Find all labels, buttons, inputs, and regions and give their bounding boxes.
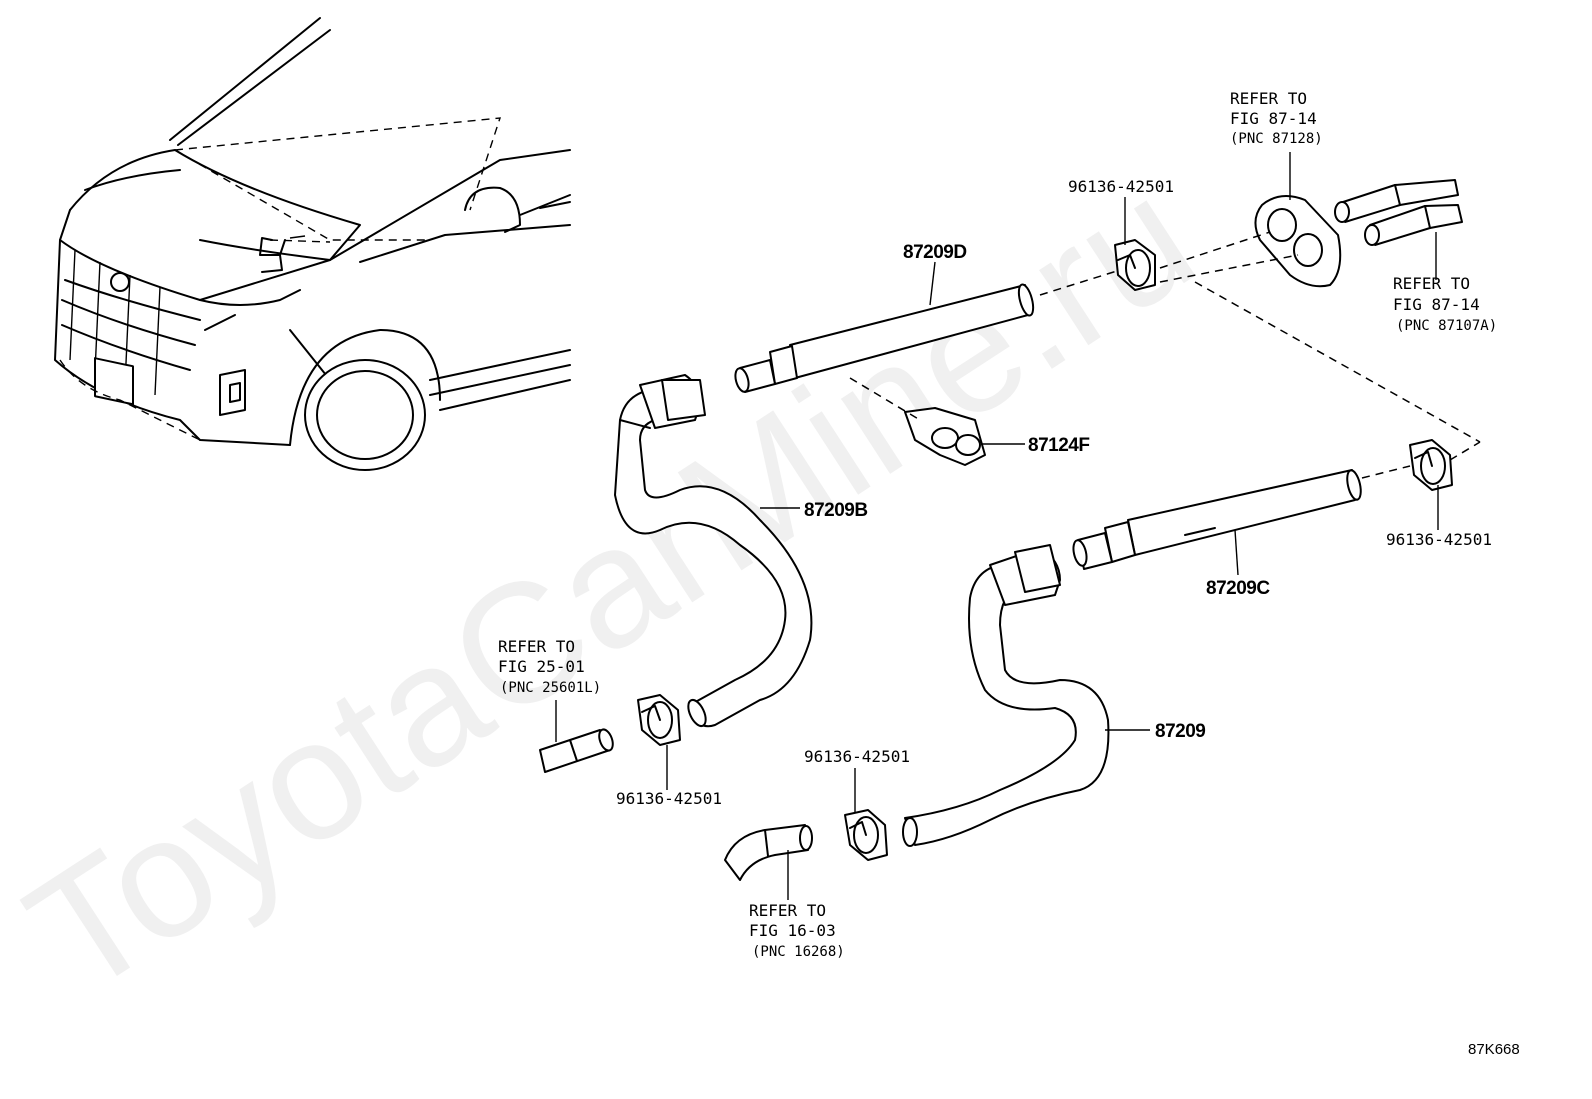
ref-line2: FIG 87-14	[1393, 295, 1480, 314]
ref-fig-25-01-pnc-25601l[interactable]: REFER TO FIG 25-01 (PNC 25601L)	[498, 637, 601, 696]
ref-line1: REFER TO	[749, 901, 826, 920]
clamp-bottom[interactable]	[844, 809, 888, 861]
clamp-right[interactable]	[1409, 439, 1453, 491]
label-87209d[interactable]: 87209D	[903, 242, 967, 263]
ref-line2: FIG 25-01	[498, 657, 585, 676]
clamp-top[interactable]	[1114, 239, 1156, 291]
label-clamp-top[interactable]: 96136-42501	[1068, 177, 1174, 196]
ref-line3: (PNC 16268)	[752, 944, 845, 960]
ref-line1: REFER TO	[1393, 274, 1470, 293]
bracket-87124f[interactable]	[904, 407, 986, 466]
figure-code: 87K668	[1468, 1041, 1520, 1058]
label-clamp-right[interactable]: 96136-42501	[1386, 530, 1492, 549]
clamp-left[interactable]	[637, 694, 681, 746]
ref-line2: FIG 16-03	[749, 921, 836, 940]
hose-87209b[interactable]	[614, 374, 813, 729]
license-plate	[94, 357, 134, 406]
label-87124f[interactable]: 87124F	[1028, 435, 1090, 456]
ref-fig-87-14-pnc-87107a[interactable]: REFER TO FIG 87-14 (PNC 87107A)	[1393, 274, 1497, 334]
ref-line3: (PNC 87128)	[1230, 131, 1323, 147]
ref-line2: FIG 87-14	[1230, 109, 1317, 128]
emblem-icon	[110, 272, 130, 292]
ref-line1: REFER TO	[1230, 89, 1307, 108]
vehicle-front-illustration	[54, 17, 571, 471]
ref-fig-87-14-pnc-87128[interactable]: REFER TO FIG 87-14 (PNC 87128)	[1230, 89, 1323, 147]
ref-fig-16-03-pnc-16268[interactable]: REFER TO FIG 16-03 (PNC 16268)	[749, 901, 845, 960]
ref-line3: (PNC 25601L)	[500, 680, 601, 696]
label-87209[interactable]: 87209	[1155, 721, 1206, 742]
front-wheel	[304, 359, 426, 471]
label-87209c[interactable]: 87209C	[1206, 578, 1271, 599]
hose-87209c[interactable]	[1071, 469, 1363, 570]
heater-pipes	[1334, 179, 1463, 246]
pipe-stub-bottom	[724, 824, 813, 881]
heater-grommet[interactable]	[1254, 195, 1342, 288]
ref-line1: REFER TO	[498, 637, 575, 656]
label-clamp-left[interactable]: 96136-42501	[616, 789, 722, 808]
hose-87209[interactable]	[902, 544, 1110, 847]
label-87209b[interactable]: 87209B	[804, 500, 868, 521]
hose-87209d[interactable]	[733, 283, 1036, 393]
label-clamp-bottom[interactable]: 96136-42501	[804, 747, 910, 766]
ref-line3: (PNC 87107A)	[1396, 318, 1497, 334]
pipe-stub-left	[539, 728, 614, 773]
